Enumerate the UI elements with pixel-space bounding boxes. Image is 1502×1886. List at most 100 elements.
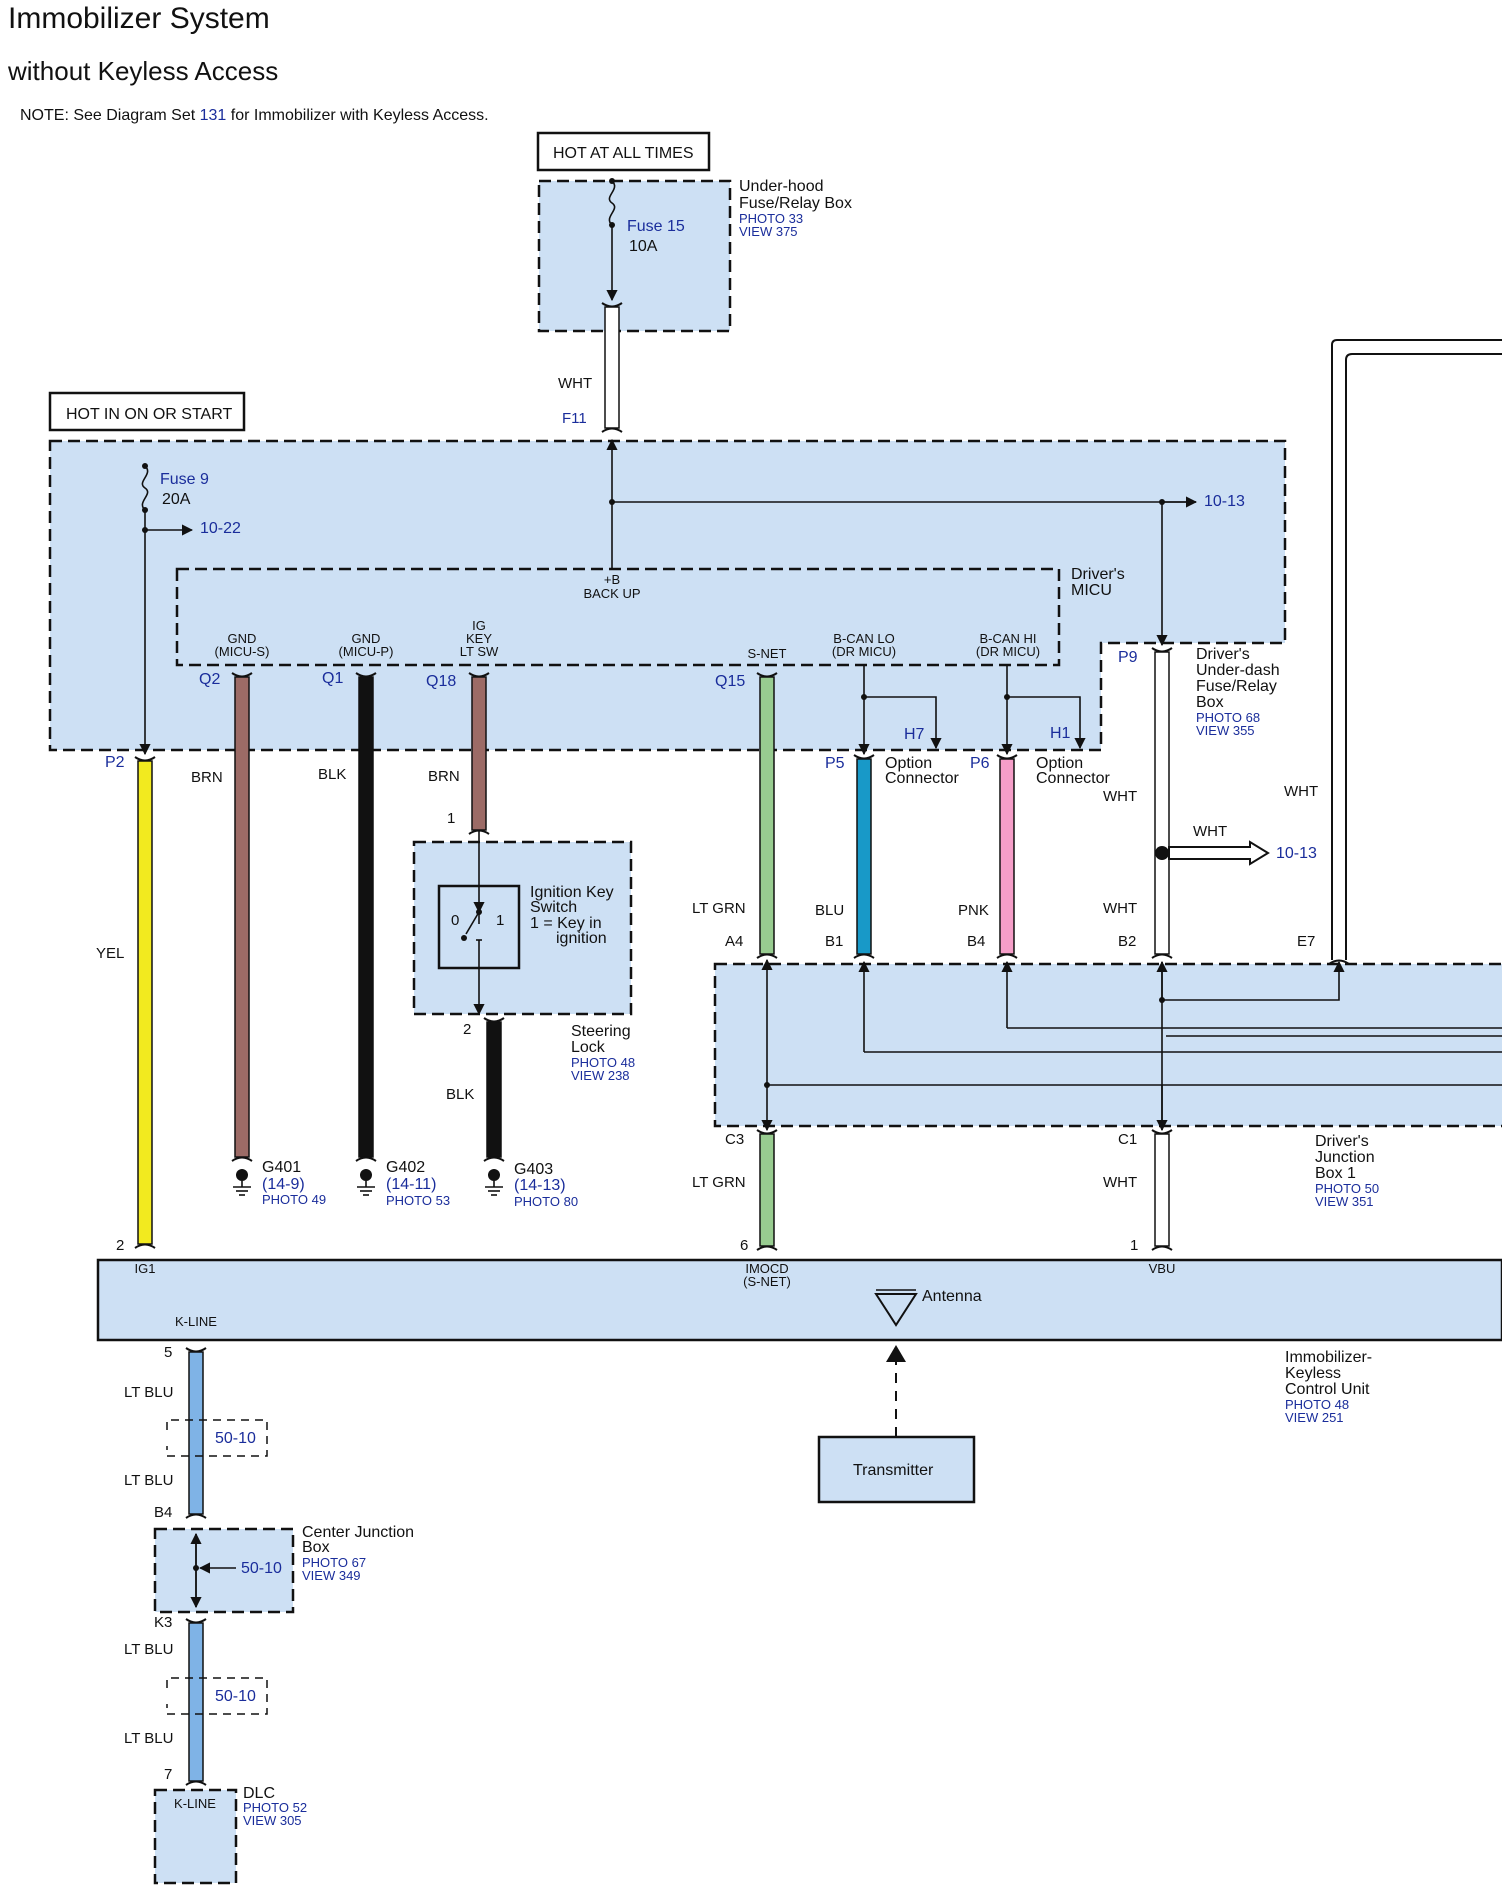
ltblu-label-4: LT BLU: [124, 1730, 173, 1747]
option-connector-h1-2: Connector: [1036, 770, 1110, 787]
wire-yel-bottom-terminal: [134, 1243, 156, 1249]
blk-label-g403: BLK: [446, 1086, 474, 1103]
option-connector-h7-2: Connector: [885, 770, 959, 787]
fuse-9-coil: [141, 465, 149, 511]
wht-f11-label: WHT: [558, 375, 592, 392]
wire-blk-g403-bottom-terminal: [483, 1156, 505, 1162]
wire-blk-g403: [486, 1021, 502, 1158]
gnd-s-label-1: GND: [228, 631, 257, 646]
underhood-fuse-box: [537, 179, 732, 333]
fuse-15-label: Fuse 15: [627, 218, 685, 235]
g403-label: G403: [514, 1161, 553, 1178]
yel-label: YEL: [96, 945, 124, 962]
wire-pnk-b4: [999, 758, 1015, 955]
ign-label-2: Switch: [530, 899, 577, 916]
sw-blade: [465, 911, 480, 935]
wire-wht-c1-bottom-terminal: [1151, 1245, 1173, 1251]
pin-1-label: 1: [447, 810, 455, 827]
page-subtitle: without Keyless Access: [8, 56, 279, 86]
pin-2-label: 2: [463, 1021, 471, 1038]
pin-5-label: 5: [164, 1344, 172, 1361]
underhood-label-2: Fuse/Relay Box: [739, 195, 852, 212]
wire-brn-g401: [234, 676, 250, 1158]
wire-blu-b1-top-terminal: [853, 754, 875, 760]
q1-label: Q1: [322, 670, 343, 687]
antenna-icon: [874, 1293, 918, 1327]
underdash-label-3: Fuse/Relay: [1196, 678, 1277, 695]
wire-blu-b1: [856, 758, 872, 955]
jb1-label-3: Box 1: [1315, 1165, 1356, 1182]
wire-brn-q18: [471, 676, 487, 831]
imu-label-3: Control Unit: [1285, 1381, 1370, 1398]
wire-ltgrn-c3: [759, 1133, 775, 1247]
kline-label-dlc: K-LINE: [174, 1796, 216, 1811]
a4-label: A4: [725, 933, 743, 950]
wire-ltgrn-c3-bottom-terminal: [756, 1245, 778, 1251]
wire-wht-e7-corner-fill: [1334, 342, 1502, 360]
antenna-label: Antenna: [922, 1288, 982, 1305]
micu-label-1: Driver's: [1071, 566, 1125, 583]
ground-g402-dot: [360, 1169, 372, 1181]
ig-label-3: LT SW: [460, 644, 499, 659]
underdash-label-4: Box: [1196, 694, 1224, 711]
wire-ltblu-5-bottom-terminal: [185, 1513, 207, 1519]
wire-blk-g402-bottom-terminal: [355, 1156, 377, 1162]
ltblu-label-1: LT BLU: [124, 1384, 173, 1401]
transmitter-label: Transmitter: [853, 1462, 934, 1479]
underdash-view: VIEW 355: [1196, 723, 1255, 738]
dlc-box: [153, 1788, 238, 1885]
ref-1022-label: 10-22: [200, 520, 241, 537]
fuse-9-amp: 20A: [162, 491, 191, 508]
gnd-p-label-1: GND: [352, 631, 381, 646]
wire-ltgrn-c3-top-terminal: [756, 1129, 778, 1135]
wire-wht-e7-fill: [1333, 345, 1345, 960]
junction-box-1: [713, 962, 1502, 1128]
wire-wht-b2-top-terminal: [1151, 647, 1173, 653]
wire-blk-g403-top-terminal: [483, 1017, 505, 1023]
g402-label: G402: [386, 1159, 425, 1176]
diagram-set-link[interactable]: 131: [199, 107, 227, 124]
wire-ltgrn-a4: [759, 676, 775, 955]
b1-label: B1: [825, 933, 843, 950]
wire-wht-f11-bottom-terminal: [601, 427, 623, 433]
underdash-label-1: Driver's: [1196, 646, 1250, 663]
wire-blk-g402-top-terminal: [355, 672, 377, 678]
underdash-photo: PHOTO 68: [1196, 710, 1260, 725]
drivers-micu-box: [175, 567, 1061, 667]
pnk-label: PNK: [958, 902, 989, 919]
hot-in-on-box: [48, 391, 246, 432]
sw-1-label: 1: [496, 912, 504, 929]
b4-label: B4: [967, 933, 985, 950]
b4-cjb-label: B4: [154, 1504, 172, 1521]
ground-g401-dot: [236, 1169, 248, 1181]
blu-label: BLU: [815, 902, 844, 919]
dlc-view: VIEW 305: [243, 1813, 302, 1828]
gnd-p-label-2: (MICU-P): [339, 644, 394, 659]
pin-2-ig1-label: 2: [116, 1237, 124, 1254]
fuse-9-label: Fuse 9: [160, 471, 209, 488]
ref-5010-label-2: 50-10: [215, 1688, 256, 1705]
vbu-label: VBU: [1149, 1261, 1176, 1276]
kline-label-imu: K-LINE: [175, 1314, 217, 1329]
wht-label-p9: WHT: [1103, 788, 1137, 805]
wire-wht-f11-top-terminal: [601, 302, 623, 308]
imu-label-1: Immobilizer-: [1285, 1349, 1372, 1366]
fuse-15-coil: [608, 180, 616, 226]
immobilizer-unit-box: [96, 1258, 1502, 1342]
wire-brn-g401-bottom-terminal: [231, 1156, 253, 1162]
center-junction-box: [153, 1527, 295, 1614]
bcanlo-label-1: B-CAN LO: [833, 631, 894, 646]
cjb-label-1: Center Junction: [302, 1524, 414, 1541]
underhood-view: VIEW 375: [739, 224, 798, 239]
backup-label-2: BACK UP: [583, 586, 640, 601]
bcanhi-label-2: (DR MICU): [976, 644, 1040, 659]
wire-brn-g401-top-terminal: [231, 672, 253, 678]
ground-g403-dot: [488, 1169, 500, 1181]
g401-photo: PHOTO 49: [262, 1192, 326, 1207]
jb1-label-1: Driver's: [1315, 1133, 1369, 1150]
ig1-label: IG1: [135, 1261, 156, 1276]
micu-label-2: MICU: [1071, 582, 1112, 599]
wire-blk-g402: [358, 676, 374, 1158]
ltblu-label-3: LT BLU: [124, 1641, 173, 1658]
